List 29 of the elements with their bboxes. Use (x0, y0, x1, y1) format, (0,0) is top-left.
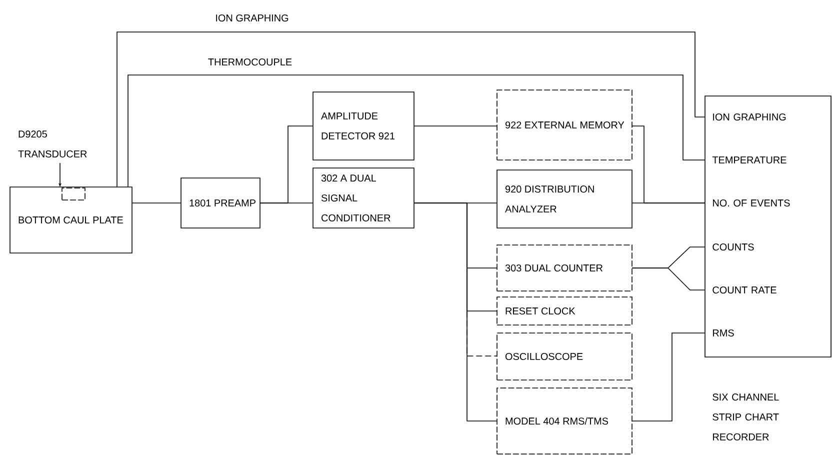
channel-label: RMS (713, 329, 734, 336)
memory-box: 922 EXTERNAL MEMORY (496, 90, 632, 160)
counter-box: 303 DUAL COUNTER (496, 244, 632, 292)
detector-box: AMPLITUDE DETECTOR 921 (312, 92, 414, 160)
connector-line (632, 268, 706, 290)
preamp-box: 1801 PREAMP (180, 178, 260, 228)
clock-box: RESET CLOCK (496, 296, 632, 326)
connector-line (260, 202, 314, 204)
transducer-label: D9205 TRANSDUCER (18, 130, 87, 158)
edge-label: ION GRAPHING (214, 13, 290, 22)
channel-label: ION GRAPHING (713, 113, 786, 120)
channel-label: COUNT RATE (712, 286, 776, 294)
recorder-title: SIX CHANNEL STRIP CHART RECORDER (712, 394, 779, 440)
rms-box: MODEL 404 RMS/TMS (496, 388, 632, 454)
connector-line (632, 202, 706, 204)
transducer-box (62, 188, 86, 200)
connector-line (128, 74, 706, 188)
analyzer-box: 920 DISTRIBUTION ANALYZER (496, 170, 632, 228)
channel-label: TEMPERATURE (712, 156, 786, 164)
oscilloscope-box: OSCILLOSCOPE (496, 332, 632, 380)
connector-line (132, 202, 182, 204)
plate-box: BOTTOM CAUL PLATE (10, 186, 132, 254)
channel-label: NO. OF EVENTS (713, 199, 790, 206)
channel-label: COUNTS (712, 243, 754, 250)
connector-line (632, 332, 706, 422)
conditioner-box: 302 A DUAL SIGNAL CONDITIONER (312, 168, 414, 228)
edge-label: THERMOCOUPLE (206, 57, 294, 66)
connector-line (116, 32, 706, 188)
connector-line (414, 202, 498, 422)
